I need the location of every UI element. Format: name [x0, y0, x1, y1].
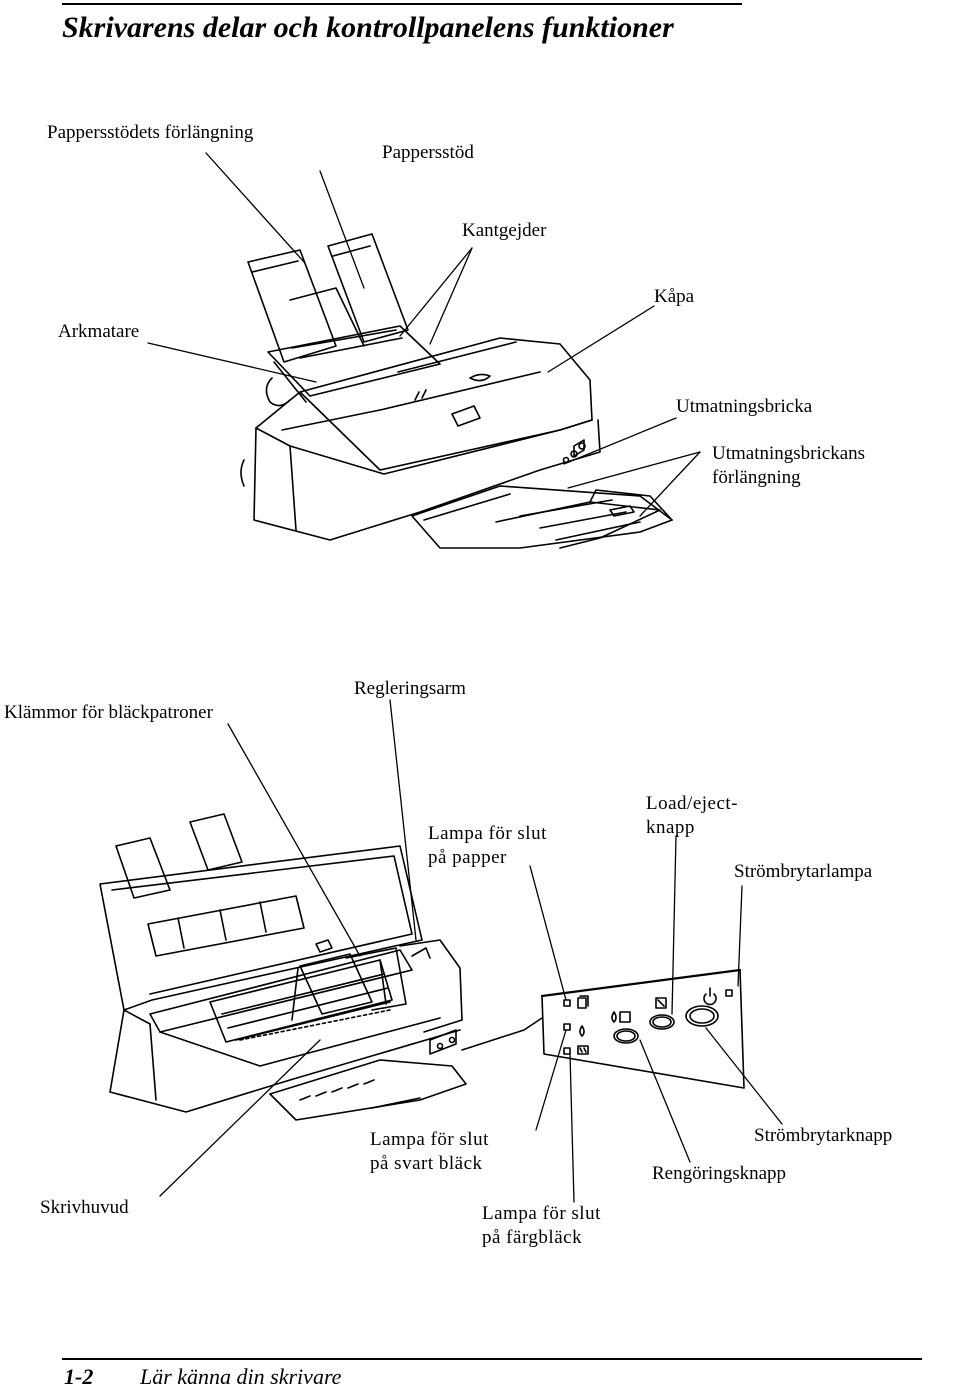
- label-strombrytarknapp: Strömbrytarknapp: [754, 1125, 893, 1146]
- control-panel-detail: [461, 968, 745, 1089]
- label-pappersstod: Pappersstöd: [382, 142, 474, 163]
- label-utmatningsbricka: Utmatningsbricka: [676, 396, 813, 417]
- leaders-top: [147, 152, 701, 517]
- page-title: Skrivarens delar och kontrollpanelens fu…: [62, 11, 674, 44]
- label-load-eject-knapp: Load/eject- knapp: [646, 793, 739, 838]
- printer-top-illustration: [240, 233, 673, 549]
- label-lampa-slut-farg: Lampa för slut på färgbläck: [482, 1203, 601, 1248]
- label-regleringsarm: Regleringsarm: [354, 678, 466, 699]
- label-rengoringsknapp: Rengöringsknapp: [652, 1163, 787, 1184]
- printer-bottom-illustration: [99, 813, 467, 1121]
- label-arkmatare: Arkmatare: [58, 321, 140, 342]
- header-rule: [62, 3, 742, 5]
- label-utmatningsbrickans-forlangning: Utmatningsbrickans förlängning: [712, 443, 866, 488]
- footer-page-number: 1-2: [64, 1364, 94, 1389]
- label-kapa: Kåpa: [654, 286, 695, 307]
- label-lampa-slut-svart: Lampa för slut på svart bläck: [370, 1129, 489, 1174]
- footer-rule: [62, 1358, 922, 1360]
- label-lampa-slut-papper: Lampa för slut på papper: [428, 823, 547, 868]
- footer-section-title: Lär känna din skrivare: [140, 1364, 342, 1389]
- leaders-bottom: [159, 699, 783, 1203]
- label-kantgejder: Kantgejder: [462, 220, 547, 241]
- label-skrivhuvud: Skrivhuvud: [40, 1197, 129, 1218]
- label-pappersstodets-forlangning: Pappersstödets förlängning: [47, 122, 254, 143]
- label-klammor: Klämmor för bläckpatroner: [4, 702, 213, 723]
- label-strombrytarlampa: Strömbrytarlampa: [734, 861, 873, 882]
